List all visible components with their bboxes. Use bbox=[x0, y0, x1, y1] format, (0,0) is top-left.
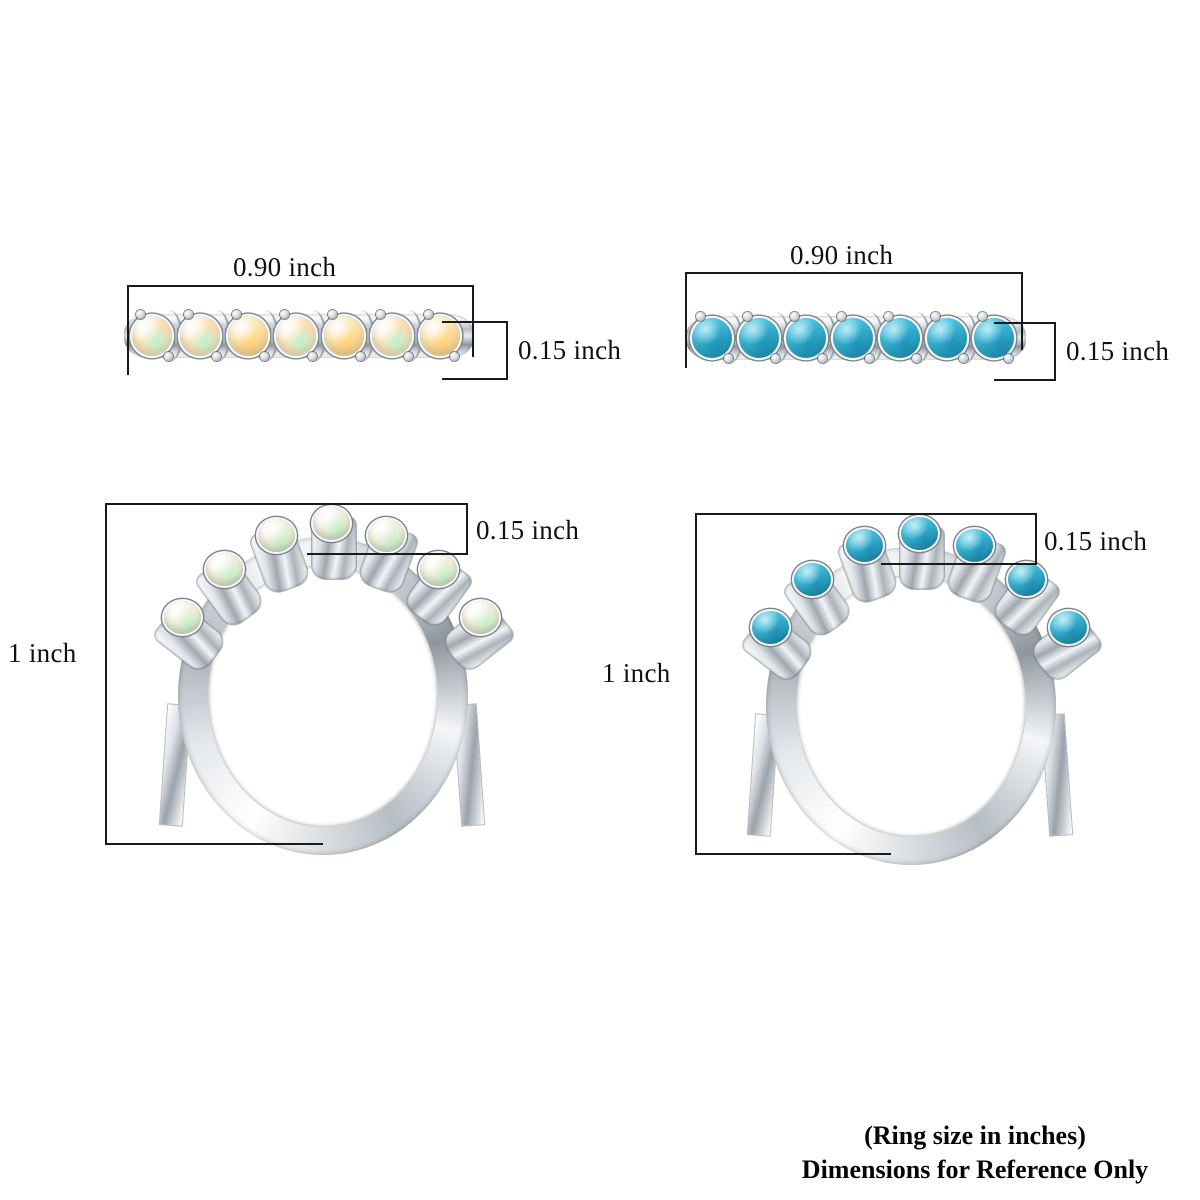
dimension-tick-bl-crown bbox=[466, 503, 468, 555]
gemstone-opal bbox=[164, 601, 201, 634]
dimension-line-br-overall-left bbox=[695, 513, 697, 855]
prong-icon bbox=[837, 312, 846, 321]
dimension-line-bl-crown-top bbox=[307, 503, 467, 505]
band-artwork-turquoise bbox=[686, 302, 1026, 386]
gemstone-opal bbox=[276, 316, 316, 356]
prong-icon bbox=[184, 310, 193, 319]
prong-icon bbox=[912, 354, 921, 363]
prong-icon bbox=[424, 310, 433, 319]
prong-icon bbox=[790, 312, 799, 321]
gemstone-turquoise bbox=[1008, 563, 1045, 596]
gemstone-opal bbox=[228, 316, 268, 356]
prong-icon bbox=[376, 310, 385, 319]
dimension-tick-tr-left bbox=[685, 272, 687, 368]
prong-icon bbox=[308, 352, 317, 361]
gemstone-turquoise bbox=[692, 318, 732, 358]
caption-line-1: (Ring size in inches) bbox=[864, 1121, 1086, 1150]
prong-icon bbox=[404, 352, 413, 361]
prong-icon bbox=[724, 354, 733, 363]
dimension-line-tl-height-top bbox=[442, 321, 508, 323]
prong-icon bbox=[280, 310, 289, 319]
dimension-label-tl-height: 0.15 inch bbox=[518, 335, 622, 365]
gemstone-opal bbox=[420, 553, 457, 586]
dimension-tick-br-crown bbox=[1035, 513, 1037, 565]
dimension-line-br-crown-bottom bbox=[881, 563, 1036, 565]
gemstone-turquoise bbox=[956, 529, 993, 562]
dimension-label-tr-width: 0.90 inch bbox=[790, 240, 894, 270]
dimension-line-br-crown-top bbox=[881, 513, 1036, 515]
side-artwork-turquoise bbox=[728, 505, 1104, 865]
dimension-line-br-overall-top bbox=[695, 513, 885, 515]
prong-icon bbox=[771, 354, 780, 363]
gemstone-turquoise bbox=[846, 529, 883, 562]
dimension-tick-tl-left bbox=[127, 285, 129, 375]
band-artwork-opal bbox=[124, 300, 474, 384]
dimension-label-bl-overall: 1 inch bbox=[8, 638, 77, 668]
gemstone-turquoise bbox=[1050, 611, 1087, 644]
prong-icon bbox=[260, 352, 269, 361]
gemstone-turquoise bbox=[794, 563, 831, 596]
dimension-label-br-crown: 0.15 inch bbox=[1044, 526, 1148, 556]
dimension-tick-tl-height bbox=[506, 321, 508, 380]
gemstone-turquoise bbox=[786, 318, 826, 358]
prong-icon bbox=[743, 312, 752, 321]
gemstone-opal bbox=[258, 519, 295, 552]
gemstone-opal bbox=[180, 316, 220, 356]
prong-icon bbox=[959, 354, 968, 363]
prong-icon bbox=[328, 310, 337, 319]
gemstone-turquoise bbox=[739, 318, 779, 358]
gemstone-opal bbox=[372, 316, 412, 356]
turquoise-band-top-view bbox=[686, 302, 1026, 386]
dimension-label-br-overall: 1 inch bbox=[602, 658, 671, 688]
prong-icon bbox=[978, 312, 987, 321]
gemstone-opal bbox=[324, 316, 364, 356]
prong-icon bbox=[136, 310, 145, 319]
opal-ring-side-view bbox=[140, 495, 516, 855]
gemstone-turquoise bbox=[974, 318, 1014, 358]
gemstone-turquoise bbox=[927, 318, 967, 358]
side-artwork-opal bbox=[140, 495, 516, 855]
gemstone-opal bbox=[206, 553, 243, 586]
prong-icon bbox=[1004, 354, 1013, 363]
gemstone-turquoise bbox=[901, 517, 938, 550]
prong-icon bbox=[450, 352, 459, 361]
prong-icon bbox=[884, 312, 893, 321]
prong-icon bbox=[232, 310, 241, 319]
prong-icon bbox=[356, 352, 365, 361]
gemstone-opal bbox=[132, 316, 172, 356]
gemstone-turquoise bbox=[833, 318, 873, 358]
gemstone-opal bbox=[368, 519, 405, 552]
dimension-label-bl-crown: 0.15 inch bbox=[476, 515, 580, 545]
prong-icon bbox=[696, 312, 705, 321]
dimension-tick-tr-height bbox=[1054, 322, 1056, 381]
prong-icon bbox=[818, 354, 827, 363]
gemstone-opal bbox=[462, 601, 499, 634]
prong-icon bbox=[164, 352, 173, 361]
dimension-line-tr-width bbox=[685, 272, 1023, 274]
dimension-line-tr-height-bottom bbox=[994, 379, 1056, 381]
dimension-line-bl-overall-top bbox=[105, 503, 311, 505]
turquoise-ring-side-view bbox=[728, 505, 1104, 865]
gemstone-turquoise bbox=[752, 611, 789, 644]
dimension-line-tl-height-bottom bbox=[442, 378, 508, 380]
dimension-line-br-overall-bottom bbox=[695, 853, 891, 855]
dimension-label-tl-width: 0.90 inch bbox=[233, 252, 337, 282]
dimension-line-bl-crown-bottom bbox=[307, 553, 467, 555]
dimension-label-tr-height: 0.15 inch bbox=[1066, 336, 1170, 366]
dimension-line-tr-height-top bbox=[994, 322, 1056, 324]
opal-band-top-view bbox=[124, 300, 474, 384]
dimension-line-tl-width bbox=[127, 285, 474, 287]
prong-icon bbox=[931, 312, 940, 321]
gemstone-turquoise bbox=[880, 318, 920, 358]
dimension-line-bl-overall-left bbox=[105, 503, 107, 845]
dimension-tick-tr-right bbox=[1021, 272, 1023, 350]
dimension-line-bl-overall-bottom bbox=[105, 843, 323, 845]
gemstone-opal bbox=[313, 507, 350, 540]
prong-icon bbox=[212, 352, 221, 361]
prong-icon bbox=[865, 354, 874, 363]
caption-line-2: Dimensions for Reference Only bbox=[801, 1155, 1149, 1184]
